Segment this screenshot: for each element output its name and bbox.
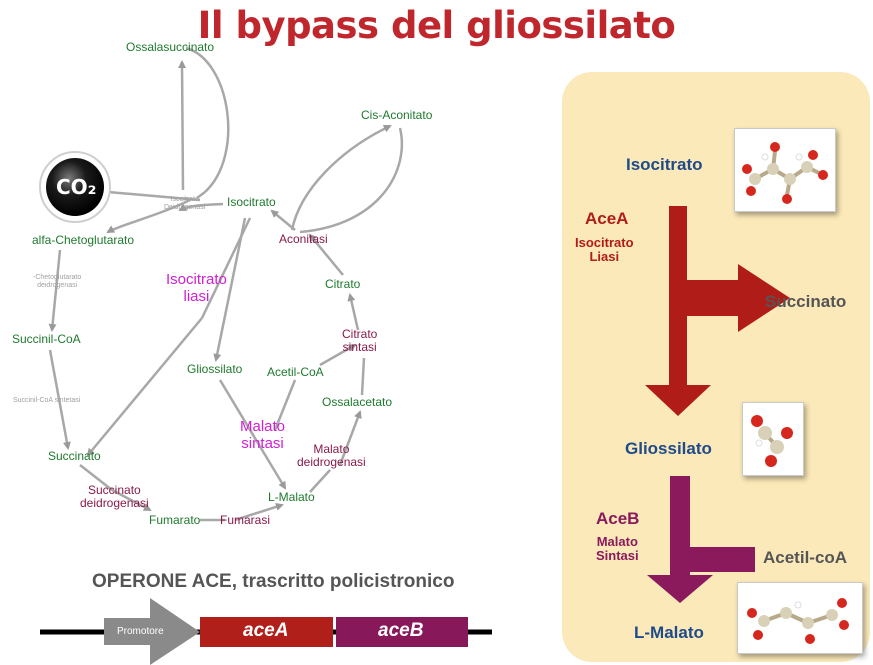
promoter-label: Promotore	[117, 626, 164, 637]
acetil-coa-label: Acetil-CoA	[267, 365, 324, 379]
gliossilato-label: Gliossilato	[187, 362, 243, 376]
citrato-sintasi-label: Citrato sintasi	[342, 327, 378, 355]
succinil-coa-sintetasi-label: Succinil-CoA sintetasi	[13, 397, 81, 404]
page-title: Il bypass del gliossilato	[197, 4, 676, 47]
gliossilato-molecule-image	[742, 402, 804, 476]
succinato-label: Succinato	[48, 449, 101, 463]
isocitrato-molecule-image	[734, 128, 836, 212]
fumarato-label: Fumarato	[149, 513, 201, 527]
alfa-chetoglutarato-label: alfa-Chetoglutarato	[32, 233, 135, 247]
l-malato-molecule-image	[737, 582, 863, 654]
succinato-deidrogenasi-label: Succinato deidrogenasi	[80, 483, 149, 511]
panel-succinato: Succinato	[765, 292, 847, 311]
panel-gliossilato: Gliossilato	[625, 439, 712, 458]
cis-aconitato-label: Cis-Aconitato	[361, 108, 433, 122]
panel-enzyme-aceB: AceB	[596, 509, 640, 528]
l-malato-label: L-Malato	[268, 490, 315, 504]
operon-title: OPERONE ACE, trascritto policistronico	[92, 571, 455, 592]
panel-enzyme-aceA-desc: Isocitrato Liasi	[575, 235, 634, 265]
panel-enzyme-aceA: AceA	[585, 209, 629, 228]
panel-enzyme-aceB-desc: Malato Sintasi	[596, 534, 639, 564]
ossalasuccinato-label: Ossalasuccinato	[126, 40, 215, 54]
chetoglutarato-deidrogenasi-label: -Chetoglutarato deidrogenasi	[33, 274, 82, 289]
gene-aceA: aceA	[243, 620, 289, 641]
panel-acetil-coa: Acetil-coA	[763, 548, 848, 567]
isocitrato-label: Isocitrato	[227, 195, 276, 209]
ossalacetato-label: Ossalacetato	[322, 395, 393, 409]
isocitrato-liasi-label: Isocitrato liasi	[166, 271, 227, 305]
co2-label: CO₂	[56, 175, 97, 199]
malato-sintasi-label: Malato sintasi	[240, 418, 286, 452]
succinil-coa-label: Succinil-CoA	[12, 332, 81, 346]
fumarasi-label: Fumarasi	[220, 513, 271, 527]
aconitasi-label: Aconitasi	[279, 232, 328, 246]
malato-deidrogenasi-label: Malato deidrogenasi	[297, 442, 366, 470]
gene-aceB: aceB	[378, 620, 424, 641]
panel-isocitrato: Isocitrato	[626, 155, 703, 174]
isocitrato-deidrogenasi-label: Isocitrato Deidrogenasi	[164, 196, 206, 211]
citrato-label: Citrato	[325, 277, 361, 291]
panel-l-malato: L-Malato	[634, 623, 704, 642]
